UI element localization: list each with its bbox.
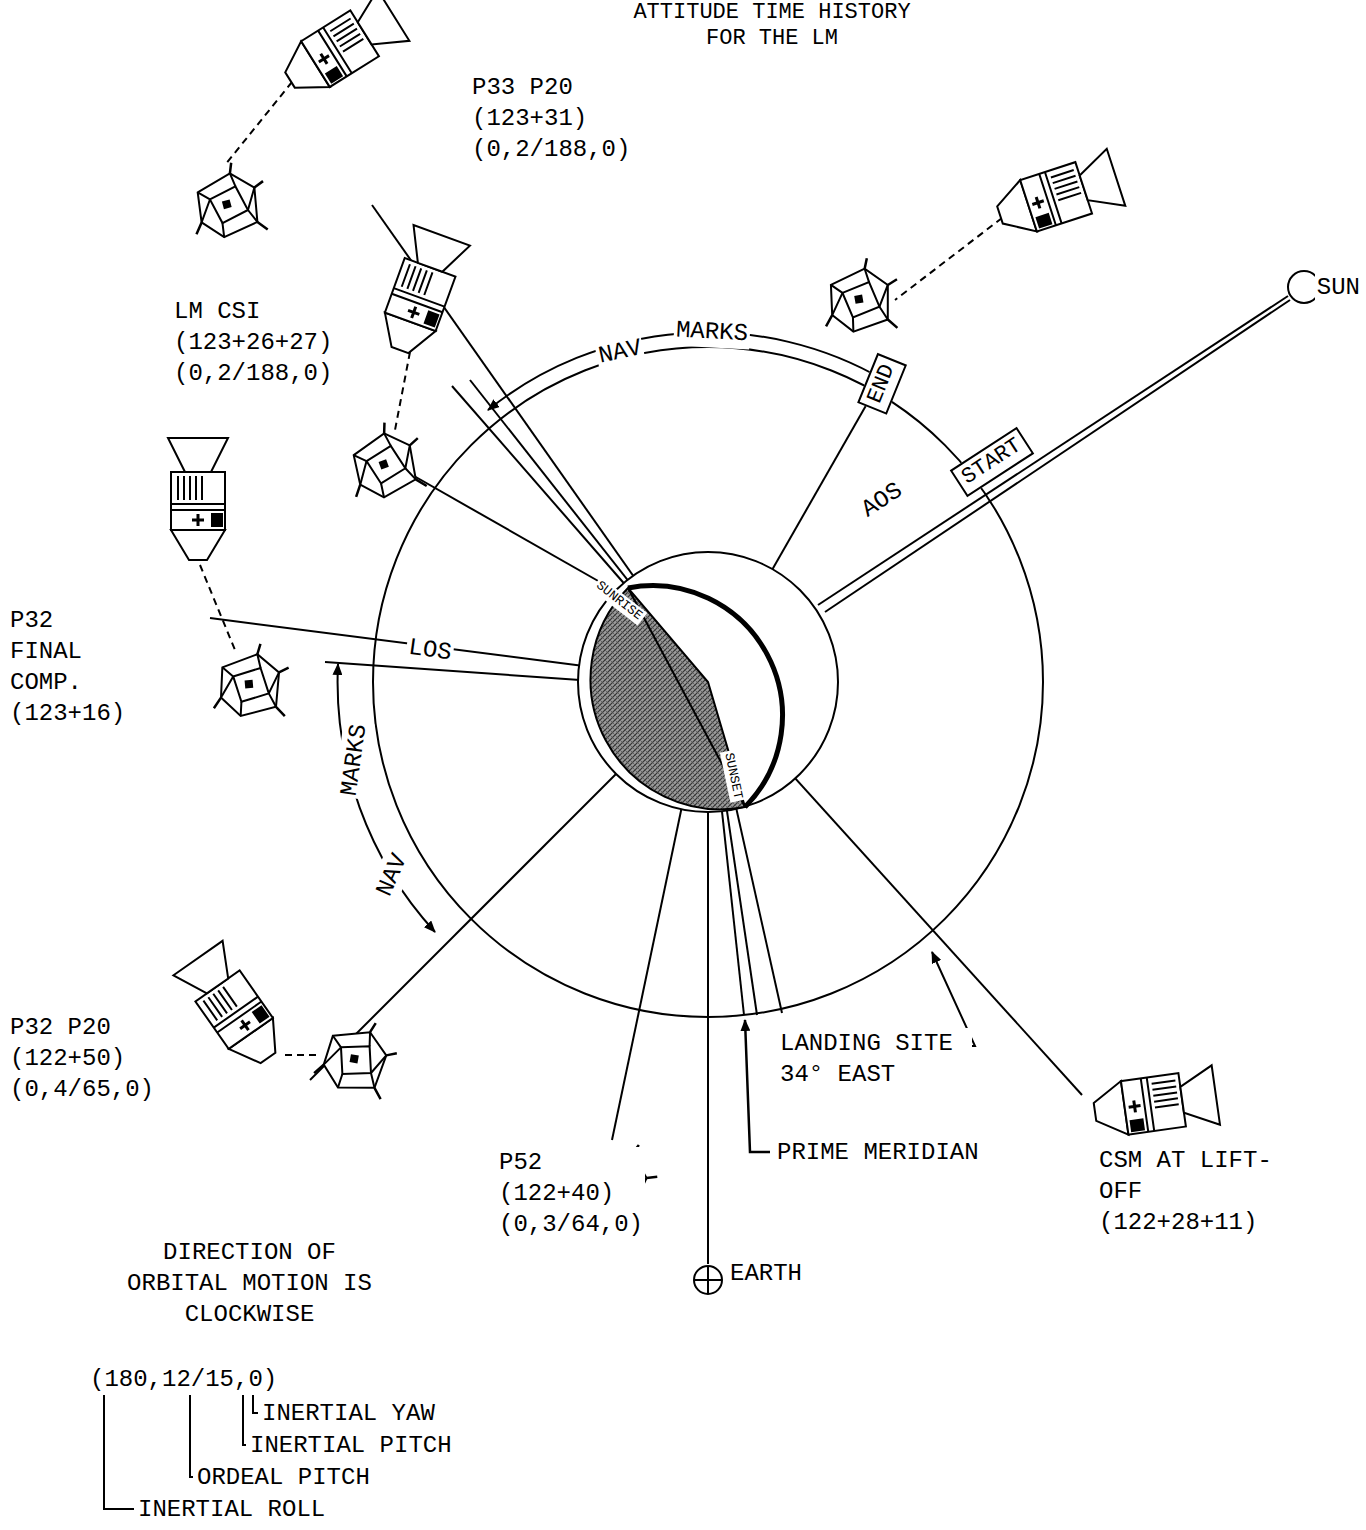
diagram-label: P32 FINAL COMP. (123+16) [8,605,127,729]
diagram-label: PRIME MERIDIAN [775,1137,981,1168]
label-box: START [950,427,1035,497]
label-box: END [857,353,907,415]
box-text: END [863,361,901,407]
diagram-label: LANDING SITE 34° EAST [778,1028,972,1090]
diagram-label: MARKS [673,315,751,350]
diagram-label: INERTIAL PITCH [248,1430,454,1461]
diagram-label: P32 P20 (122+50) (0,4/65,0) [8,1012,156,1105]
diagram-label: NAV [594,332,647,372]
diagram-label: P52 (122+40) (0,3/64,0) [497,1147,645,1240]
diagram-label: MARKS [333,720,374,800]
diagram-label: SUN [1315,272,1362,303]
box-text: START [957,433,1026,490]
diagram-title: ATTITUDE TIME HISTORY FOR THE LM [610,0,934,52]
diagram-label: CSM AT LIFT-OFF (122+28+11) [1097,1145,1276,1238]
diagram-label: INERTIAL YAW [260,1398,437,1429]
diagram-label: INERTIAL ROLL [136,1494,327,1525]
diagram-label: NAV [368,847,416,903]
diagram-label: (180,12/15,0) [88,1364,279,1395]
diagram-label: AOS [854,474,910,526]
diagram-label: ORDEAL PITCH [195,1462,372,1493]
diagram-label: P33 P20 (123+31) (0,2/188,0) [470,72,632,165]
diagram-label: LOS [404,631,455,668]
diagram-label: DIRECTION OF ORBITAL MOTION IS CLOCKWISE [115,1237,384,1330]
diagram-label: EARTH [728,1258,804,1289]
diagram-label: LM CSI (123+26+27) (0,2/188,0) [172,296,351,389]
